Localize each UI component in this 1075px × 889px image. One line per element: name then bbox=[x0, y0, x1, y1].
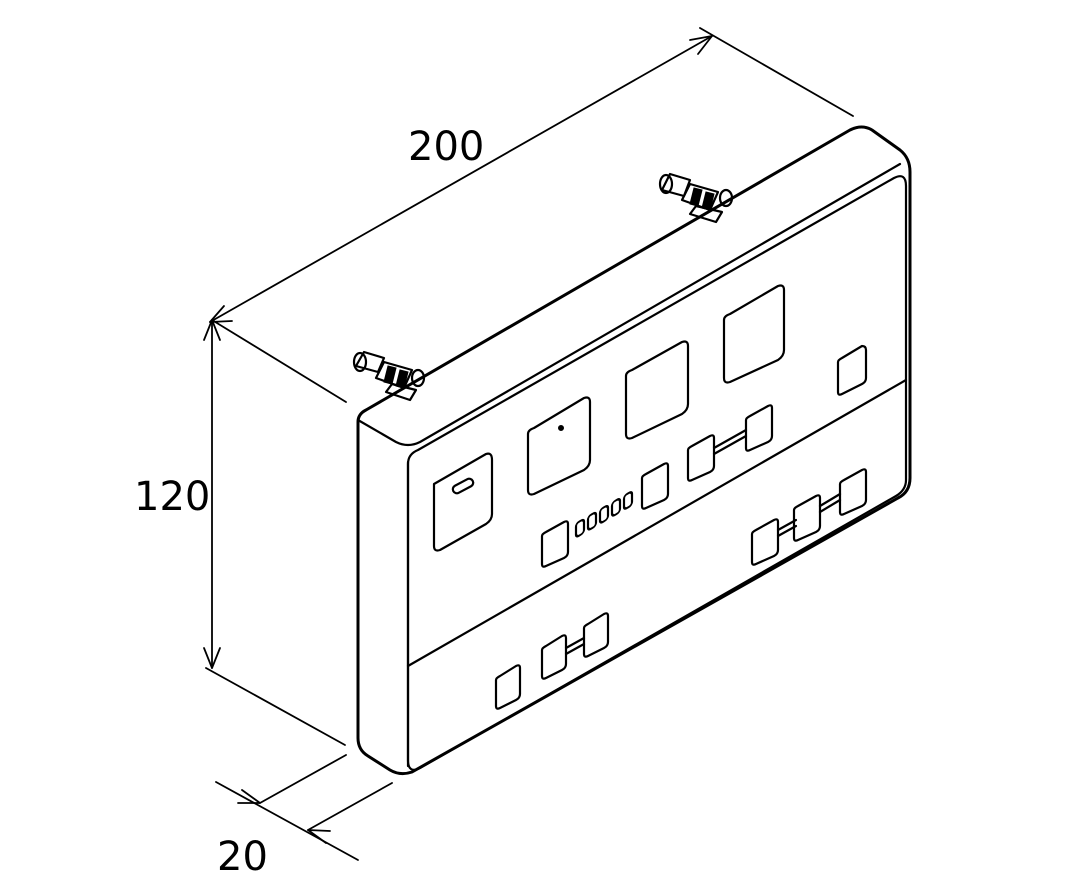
linked-terminal-d bbox=[792, 494, 822, 542]
gland-right-base bbox=[718, 188, 734, 208]
module-with-dot bbox=[526, 396, 592, 496]
strip-cell-1 bbox=[574, 518, 586, 538]
module-square-2 bbox=[722, 284, 786, 384]
gland-right-end bbox=[658, 173, 674, 195]
depth-extension-left bbox=[259, 754, 347, 804]
depth-dimension-line bbox=[215, 781, 359, 861]
link-bar-3 bbox=[818, 492, 842, 514]
small-terminal-top-right bbox=[836, 344, 868, 396]
height-arrow-bottom bbox=[203, 647, 221, 669]
strip-cell-2 bbox=[586, 511, 598, 531]
component-large-left bbox=[432, 452, 494, 552]
gland-left-base bbox=[410, 368, 426, 388]
box-outline bbox=[356, 125, 912, 776]
width-label: 200 bbox=[408, 124, 484, 170]
height-extension-bottom bbox=[205, 667, 346, 746]
linked-terminals-right bbox=[750, 468, 868, 566]
height-label: 120 bbox=[134, 474, 210, 520]
link-bar-4 bbox=[564, 636, 586, 656]
width-dimension-line bbox=[209, 35, 713, 323]
strip-cell-3 bbox=[598, 504, 610, 524]
enclosure-box bbox=[356, 125, 912, 776]
lower-terminal-3 bbox=[582, 612, 610, 658]
height-arrow-top bbox=[203, 319, 221, 341]
linked-terminal-c bbox=[750, 518, 780, 566]
strip-cell-4 bbox=[610, 498, 622, 517]
gland-left-cap bbox=[354, 350, 386, 374]
linked-terminal-e bbox=[838, 468, 868, 516]
lower-terminal-1 bbox=[494, 664, 522, 710]
width-extension-line bbox=[699, 27, 854, 117]
front-panel-border bbox=[406, 175, 908, 771]
terminal-strip bbox=[574, 491, 634, 538]
depth-extension-right bbox=[307, 782, 393, 831]
gland-right-thread bbox=[688, 204, 724, 224]
linked-terminal-a bbox=[686, 434, 716, 482]
module-square-1 bbox=[624, 340, 690, 440]
top-front-edge bbox=[356, 162, 902, 447]
display-led bbox=[451, 477, 475, 495]
depth-arrow-right bbox=[307, 829, 331, 844]
width-arrow-right bbox=[689, 35, 713, 55]
linked-terminals-mid bbox=[686, 404, 774, 482]
width-dimension: 200 bbox=[209, 27, 854, 323]
module-dot bbox=[558, 425, 564, 431]
small-terminal-1 bbox=[540, 520, 570, 568]
width-arrow-left bbox=[209, 305, 233, 323]
cable-gland-left bbox=[352, 350, 426, 402]
gland-right-cap bbox=[660, 172, 692, 198]
display-module bbox=[432, 452, 494, 552]
cable-gland-right bbox=[658, 172, 734, 224]
linked-terminal-b bbox=[744, 404, 774, 452]
height-extension-top bbox=[211, 319, 347, 403]
panel-division-line bbox=[406, 378, 908, 668]
gland-left-end bbox=[352, 351, 368, 373]
strip-cell-5 bbox=[622, 491, 634, 510]
link-bar-1 bbox=[712, 428, 748, 456]
height-dimension: 120 bbox=[134, 319, 347, 746]
lower-terminal-2 bbox=[540, 634, 568, 680]
linked-terminals-lower bbox=[540, 612, 610, 680]
depth-label: 20 bbox=[217, 834, 268, 880]
depth-arrow-left bbox=[237, 789, 261, 804]
gland-left-thread bbox=[384, 382, 418, 402]
depth-dimension: 20 bbox=[215, 754, 393, 880]
small-terminal-2 bbox=[640, 462, 670, 510]
